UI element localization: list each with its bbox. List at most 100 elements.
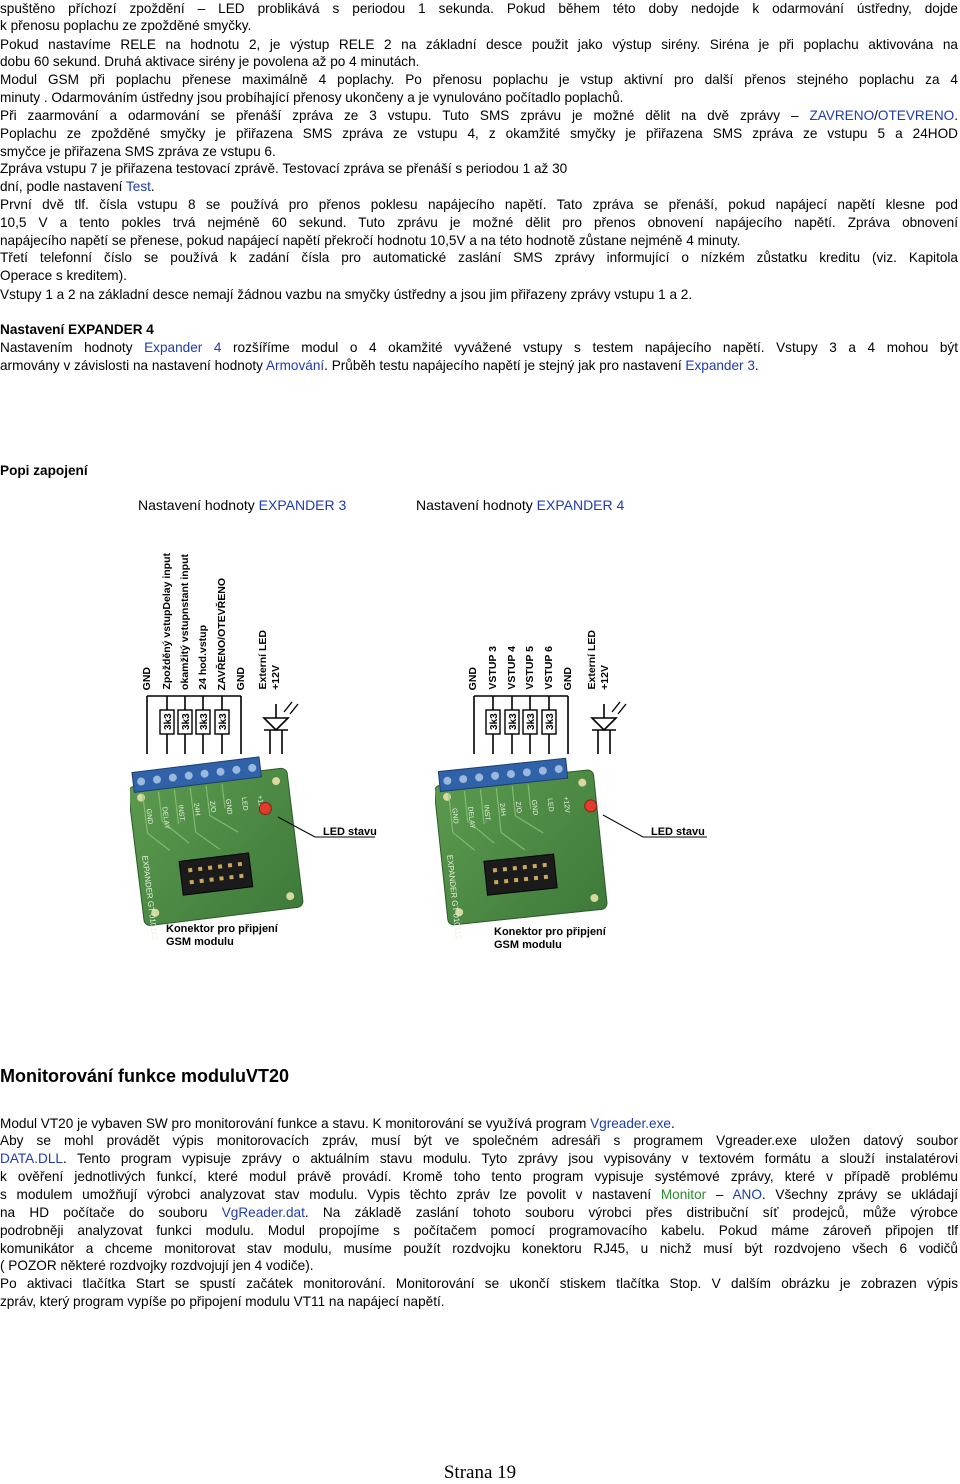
terminal-block (437, 757, 569, 793)
pin-label: GND (562, 666, 574, 690)
led-stavu-label: LED stavu (651, 826, 705, 838)
svg-text:GND: GND (224, 799, 233, 815)
paragraph-line: komunikátor a chceme monitorovat stav mo… (0, 1241, 958, 1256)
resistor-label: 3k3 (199, 713, 210, 730)
ano-link[interactable]: ANO (732, 1187, 762, 1202)
zavreno-link[interactable]: ZAVRENO (809, 108, 875, 123)
svg-text:DELAY: DELAY (466, 806, 475, 829)
paragraph-line: Operace s kreditem). (0, 268, 127, 283)
section-title-monitoring: Monitorování funkce moduluVT20 (0, 1066, 290, 1086)
paragraph-line: Aby se mohl provádět výpis monitorovacíc… (0, 1133, 958, 1148)
paragraph-line: armovány v závislosti na nastavení hodno… (0, 358, 759, 373)
paragraph-line: První dvě tlf. čísla vstupu 8 se používá… (0, 197, 958, 212)
svg-text:INST.: INST. (176, 805, 185, 823)
monitor-link[interactable]: Monitor (660, 1187, 707, 1202)
paragraph-line: Vstupy 1 a 2 na základní desce nemají žá… (0, 287, 693, 302)
svg-text:GND: GND (450, 808, 459, 824)
pin-label: ZAVŘENO/OTEVŘENO (216, 577, 228, 690)
pin-label: VSTUP 5 (524, 646, 536, 690)
pin-label: VSTUP 4 (506, 646, 518, 690)
paragraph-line: dobu 60 sekund. Druhá aktivace sirény je… (0, 54, 420, 69)
paragraph-line: DATA.DLL. Tento program vypisuje zprávy … (0, 1151, 958, 1166)
pin-label: VSTUP 6 (543, 646, 555, 690)
pin-label: Zpožděný vstupDelay input (161, 553, 173, 690)
svg-text:INST.: INST. (482, 805, 491, 823)
otevreno-link[interactable]: OTEVRENO (877, 108, 955, 123)
paragraph-line: minuty . Odarmováním ústředny jsou probí… (0, 90, 624, 105)
paragraph-line: Zpráva vstupu 7 je přiřazena testovací z… (0, 161, 568, 176)
svg-text:+12V: +12V (256, 795, 265, 813)
paragraph-line: k přenosu poplachu ze zpožděné smyčky. (0, 18, 252, 33)
resistor-label: 3k3 (526, 713, 537, 730)
data-dll-link[interactable]: DATA.DLL (0, 1151, 63, 1166)
resistor-label: 3k3 (508, 713, 519, 730)
connector-caption-expander4: Konektor pro připjení GSM modulu (494, 926, 606, 951)
test-link[interactable]: Test (125, 179, 151, 194)
svg-text:+12V: +12V (562, 796, 571, 814)
resistor-label: 3k3 (181, 713, 192, 730)
vgreader-link[interactable]: Vgreader.exe (590, 1116, 671, 1131)
gsm-connector (483, 853, 558, 896)
terminal-block (131, 756, 262, 793)
expander4-link[interactable]: Expander 4 (144, 340, 222, 355)
pin-label: GND (235, 666, 247, 690)
paragraph-line: Třetí telefonní číslo se používá k zadán… (0, 250, 958, 265)
paragraph-line: s modulem umožňují výrobci analyzovat st… (0, 1187, 958, 1202)
pin-labels-expander4: GND VSTUP 3 VSTUP 4 VSTUP 5 VSTUP 6 GND … (460, 530, 630, 690)
pcb-photo-expander3: GND DELAY INST. 24H Z/O GND LED +12V EXP… (130, 756, 377, 941)
resistor-label: 3k3 (218, 713, 229, 730)
paragraph-line: Nastavením hodnoty Expander 4 rozšíříme … (0, 340, 958, 355)
pin-labels-expander3: GND Zpožděný vstupDelay input okamžitý v… (130, 530, 290, 690)
paragraph-line: Poplachu ze zpožděné smyčky je přiřazena… (0, 126, 958, 141)
pin-label: +12V (270, 665, 282, 690)
armovani-link[interactable]: Armování (265, 358, 325, 373)
pin-label: GND (467, 666, 479, 690)
paragraph-line: ( POZOR některé rozdvojky rozdvojují jen… (0, 1258, 314, 1273)
vgreader-dat-link[interactable]: VgReader.dat (221, 1205, 305, 1220)
wiring-diagram-expander4: 3k3 3k3 3k3 3k3 (473, 695, 627, 754)
resistor-label: 3k3 (489, 713, 500, 730)
pin-label: 24 hod.vstup (197, 625, 209, 690)
resistor-label: 3k3 (163, 713, 174, 730)
paragraph-line: Při zaarmování a odarmování se přenáší z… (0, 108, 958, 123)
paragraph-line: zpráv, který program vypíše po připojení… (0, 1294, 445, 1309)
pin-label: Externí LED (586, 630, 598, 690)
status-led-icon (584, 799, 598, 813)
paragraph-line: smyčce je přiřazena SMS zpráva ze vstupu… (0, 144, 276, 159)
paragraph-line: Pokud nastavíme RELE na hodnotu 2, je vý… (0, 37, 958, 52)
connector-caption-expander3: Konektor pro připjení GSM modulu (166, 923, 278, 948)
svg-text:LED: LED (240, 797, 249, 811)
caption-expander4: Nastavení hodnoty EXPANDER 4 (416, 497, 625, 513)
svg-text:GND: GND (530, 799, 539, 815)
expander3-link[interactable]: Expander 3 (685, 358, 755, 373)
paragraph-line: dní, podle nastavení Test. (0, 179, 155, 194)
paragraph-line: Modul GSM při poplachu přenese maximálně… (0, 72, 958, 87)
pin-label: +12V (599, 665, 611, 690)
resistor-label: 3k3 (545, 713, 556, 730)
pcb-photo-expander4: GND DELAY INST. 24H Z/O GND LED +12V EXP… (435, 757, 707, 940)
led-symbol-icon (262, 701, 299, 732)
status-led-icon (258, 802, 272, 816)
section-title-wiring: Popi zapojení (0, 463, 88, 478)
led-stavu-label: LED stavu (323, 826, 377, 838)
paragraph-line: 10,5 V a tento pokles trvá nejméně 60 se… (0, 215, 958, 230)
caption-expander3: Nastavení hodnoty EXPANDER 3 (138, 497, 347, 513)
svg-text:24H: 24H (192, 803, 201, 817)
pin-label: VSTUP 3 (487, 646, 499, 690)
pin-label: Externí LED (257, 630, 269, 690)
paragraph-line: k ověření jednotlivých funkcí, které mod… (0, 1169, 958, 1184)
pin-label: GND (141, 666, 153, 690)
wiring-diagram-expander3: 3k3 3k3 3k3 3k3 (146, 695, 299, 754)
section-title-expander4: Nastavení EXPANDER 4 (0, 322, 154, 337)
paragraph-line: Po aktivaci tlačítka Start se spustí zač… (0, 1276, 958, 1291)
svg-text:Z/O: Z/O (514, 801, 522, 814)
svg-text:Z/O: Z/O (208, 801, 216, 814)
gsm-connector (178, 852, 254, 896)
pin-label: okamžitý vstupnstant input (179, 554, 191, 690)
paragraph-line: na HD počítače do souboru VgReader.dat. … (0, 1205, 958, 1220)
led-symbol-icon (590, 701, 627, 732)
paragraph-line: spuštěno příchozí zpoždění – LED problik… (0, 1, 958, 16)
svg-text:GND: GND (145, 808, 154, 824)
page-number: Strana 19 (443, 1462, 517, 1483)
